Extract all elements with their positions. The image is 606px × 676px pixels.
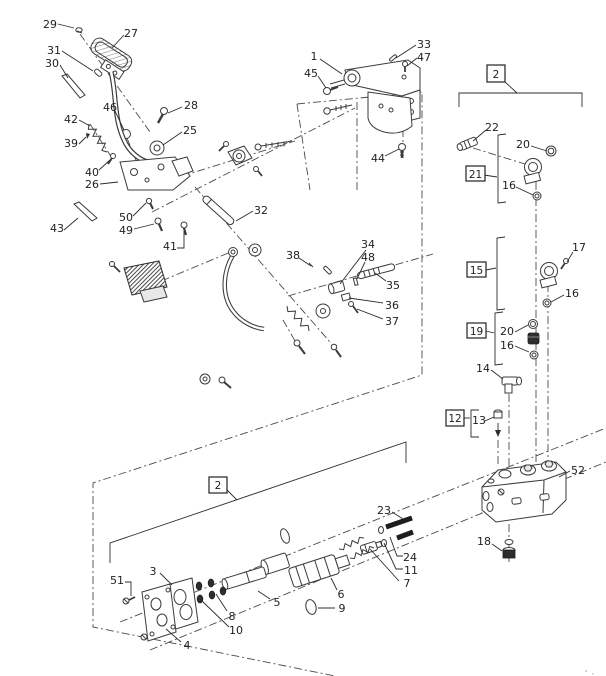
callout-32: 32 (254, 204, 268, 217)
ref-box-2-top (486, 64, 506, 83)
callout-31: 31 (47, 44, 61, 57)
ref-19: 19 (470, 326, 483, 338)
ref-box-19 (466, 322, 487, 339)
ref-box-21 (465, 165, 486, 182)
callout-14: 14 (476, 362, 490, 375)
ref-2-bottom: 2 (215, 480, 222, 492)
linkage-assembly (199, 140, 396, 389)
callout-28: 28 (184, 99, 198, 112)
mounting-bracket-assembly (323, 54, 421, 158)
callout-44: 44 (371, 152, 385, 165)
callout-35: 35 (386, 279, 400, 292)
callout-47: 47 (417, 51, 431, 64)
callout-26: 26 (85, 178, 99, 191)
frame-lines (79, 33, 606, 676)
callout-29: 29 (43, 18, 57, 31)
ref-box-2-bottom (208, 476, 228, 494)
callout-labels: 29 27 31 30 46 28 42 39 25 40 26 43 50 4… (43, 18, 586, 652)
callout-18: 18 (477, 535, 491, 548)
valve-spool-assembly (122, 515, 414, 642)
callout-23: 23 (377, 504, 391, 517)
callout-45: 45 (304, 67, 318, 80)
callout-10: 10 (229, 624, 243, 637)
callout-37: 37 (385, 315, 399, 328)
callout-27: 27 (124, 27, 138, 40)
callout-25: 25 (183, 124, 197, 137)
group-bracket-lines (109, 80, 583, 563)
control-valve-body (481, 460, 567, 559)
ref-12: 12 (448, 413, 461, 425)
callout-20-low: 20 (500, 325, 514, 338)
callout-39: 39 (64, 137, 78, 150)
callout-4: 4 (184, 639, 191, 652)
callout-9: 9 (339, 602, 346, 615)
callout-52: 52 (571, 464, 585, 477)
callout-13: 13 (472, 414, 486, 427)
ref-15: 15 (470, 265, 483, 277)
callout-48: 48 (361, 251, 375, 264)
callout-7: 7 (404, 577, 411, 590)
callout-6: 6 (338, 588, 345, 601)
callout-46: 46 (103, 101, 117, 114)
callout-11: 11 (404, 564, 418, 577)
print-artifact-dots (585, 670, 594, 675)
ref-box-15 (466, 261, 487, 278)
callout-50: 50 (119, 211, 133, 224)
callout-36: 36 (385, 299, 399, 312)
callout-22: 22 (485, 121, 499, 134)
callout-8: 8 (229, 610, 236, 623)
callout-33: 33 (417, 38, 431, 51)
callout-41: 41 (163, 240, 177, 253)
ref-21: 21 (469, 169, 482, 181)
callout-34: 34 (361, 238, 375, 251)
callout-43: 43 (50, 222, 64, 235)
ref-2-top: 2 (493, 69, 500, 81)
callout-5: 5 (274, 596, 281, 609)
callout-40: 40 (85, 166, 99, 179)
ref-box-12 (445, 409, 465, 427)
callout-16-top: 16 (502, 179, 516, 192)
callout-16-mid: 16 (565, 287, 579, 300)
callout-42: 42 (64, 113, 78, 126)
boxed-reference-labels: 2 21 15 19 12 2 (208, 64, 506, 494)
callout-38: 38 (286, 249, 300, 262)
callout-49: 49 (119, 224, 133, 237)
brake-pedal-assembly (61, 27, 235, 303)
callout-20-top: 20 (516, 138, 530, 151)
callout-3: 3 (150, 565, 157, 578)
callout-1: 1 (311, 50, 318, 63)
leader-lines (57, 23, 574, 643)
callout-24: 24 (403, 551, 417, 564)
callout-16-low: 16 (500, 339, 514, 352)
callout-51: 51 (110, 574, 124, 587)
callout-30: 30 (45, 57, 59, 70)
callout-17: 17 (572, 241, 586, 254)
